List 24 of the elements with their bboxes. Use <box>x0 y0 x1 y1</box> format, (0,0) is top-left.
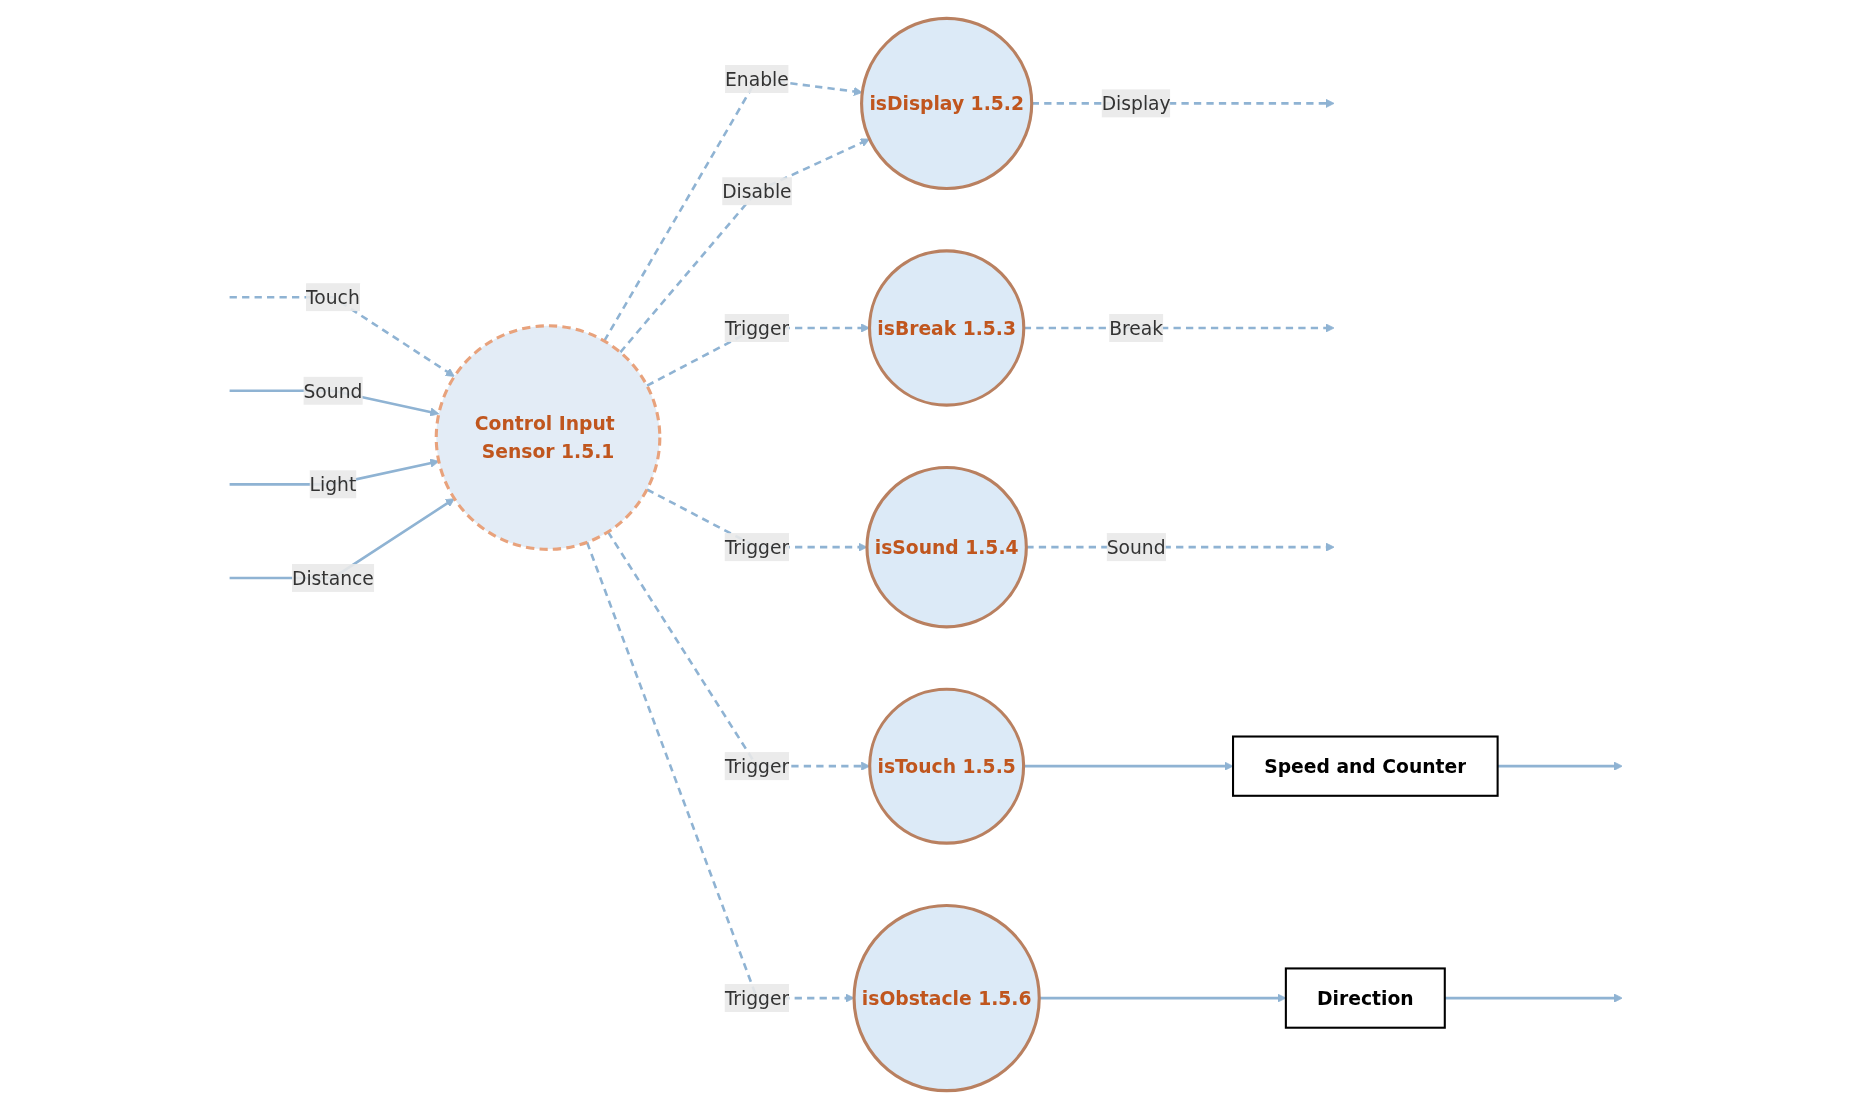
node-circle: isTouch 1.5.5 <box>868 687 1026 845</box>
arrow <box>1497 761 1623 771</box>
edge-label: Trigger <box>724 536 790 559</box>
node-circle: isBreak 1.5.3 <box>867 249 1026 407</box>
edge-label: Enable <box>725 68 789 90</box>
node-circle: isSound 1.5.4 <box>865 465 1028 629</box>
edge-label: Disable <box>722 180 792 203</box>
node-circle: isDisplay 1.5.2 <box>860 16 1034 190</box>
edge-label: Touch <box>306 286 360 309</box>
edge-label: Sound <box>1106 536 1166 559</box>
edge-label: Trigger <box>724 755 790 778</box>
edge-label: Distance <box>291 567 374 589</box>
edge-label: Sound <box>303 379 363 402</box>
node-circle: isObstacle 1.5.6 <box>852 903 1041 1093</box>
edge-label: Trigger <box>724 317 790 339</box>
node-box: Speed and Counter <box>1232 735 1499 797</box>
node-box: Direction <box>1284 967 1446 1029</box>
edge-label: Display <box>1101 92 1171 115</box>
arrow <box>619 138 870 354</box>
edge-label: Break <box>1109 317 1164 339</box>
arrow <box>1444 993 1623 1003</box>
node-circle: Control Input Sensor 1.5.1 <box>434 324 662 551</box>
edge-label: Light <box>309 473 357 496</box>
edge-label: Trigger <box>724 987 790 1009</box>
